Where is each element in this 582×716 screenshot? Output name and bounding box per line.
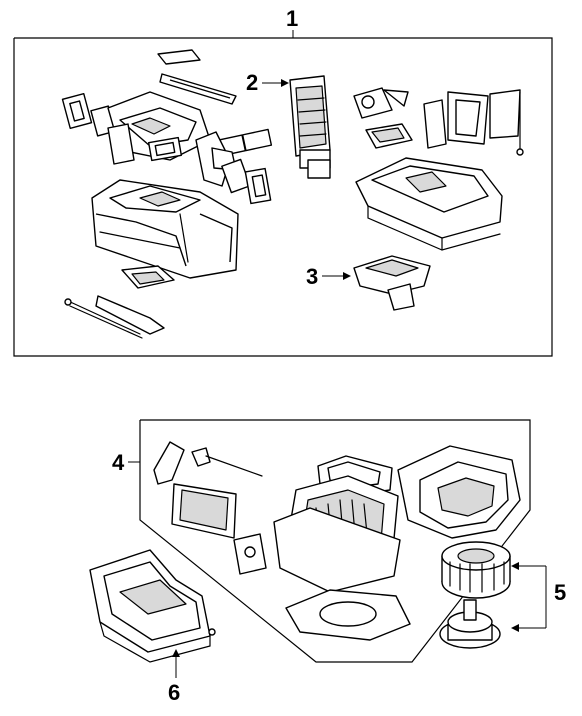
- callout-5[interactable]: 5: [511, 562, 566, 632]
- heater-core[interactable]: [289, 75, 331, 179]
- blower-assembly-frame: [139, 419, 531, 663]
- callout-2-label: 2: [246, 70, 258, 95]
- callout-6[interactable]: 6: [168, 649, 180, 705]
- air-inlet-duct[interactable]: [89, 549, 216, 663]
- callout-6-label: 6: [168, 680, 180, 705]
- heater-lower-case[interactable]: [355, 157, 503, 251]
- callout-1[interactable]: 1: [286, 6, 298, 38]
- blower-wheel[interactable]: [441, 541, 511, 599]
- callout-4-label: 4: [112, 450, 125, 475]
- blower-motor[interactable]: [439, 599, 501, 649]
- callout-1-label: 1: [286, 6, 298, 31]
- callout-3[interactable]: 3: [306, 264, 351, 289]
- blower-housing[interactable]: [273, 445, 521, 641]
- blower-small-parts[interactable]: [153, 441, 267, 575]
- callout-5-label: 5: [554, 580, 566, 605]
- mode-door-parts[interactable]: [353, 87, 524, 156]
- callout-2[interactable]: 2: [246, 70, 289, 95]
- callout-4[interactable]: 4: [112, 450, 140, 475]
- callout-3-label: 3: [306, 264, 318, 289]
- duct-outlet[interactable]: [353, 255, 431, 311]
- heater-case-parts[interactable]: [61, 49, 273, 339]
- heater-unit-frame: [13, 37, 553, 357]
